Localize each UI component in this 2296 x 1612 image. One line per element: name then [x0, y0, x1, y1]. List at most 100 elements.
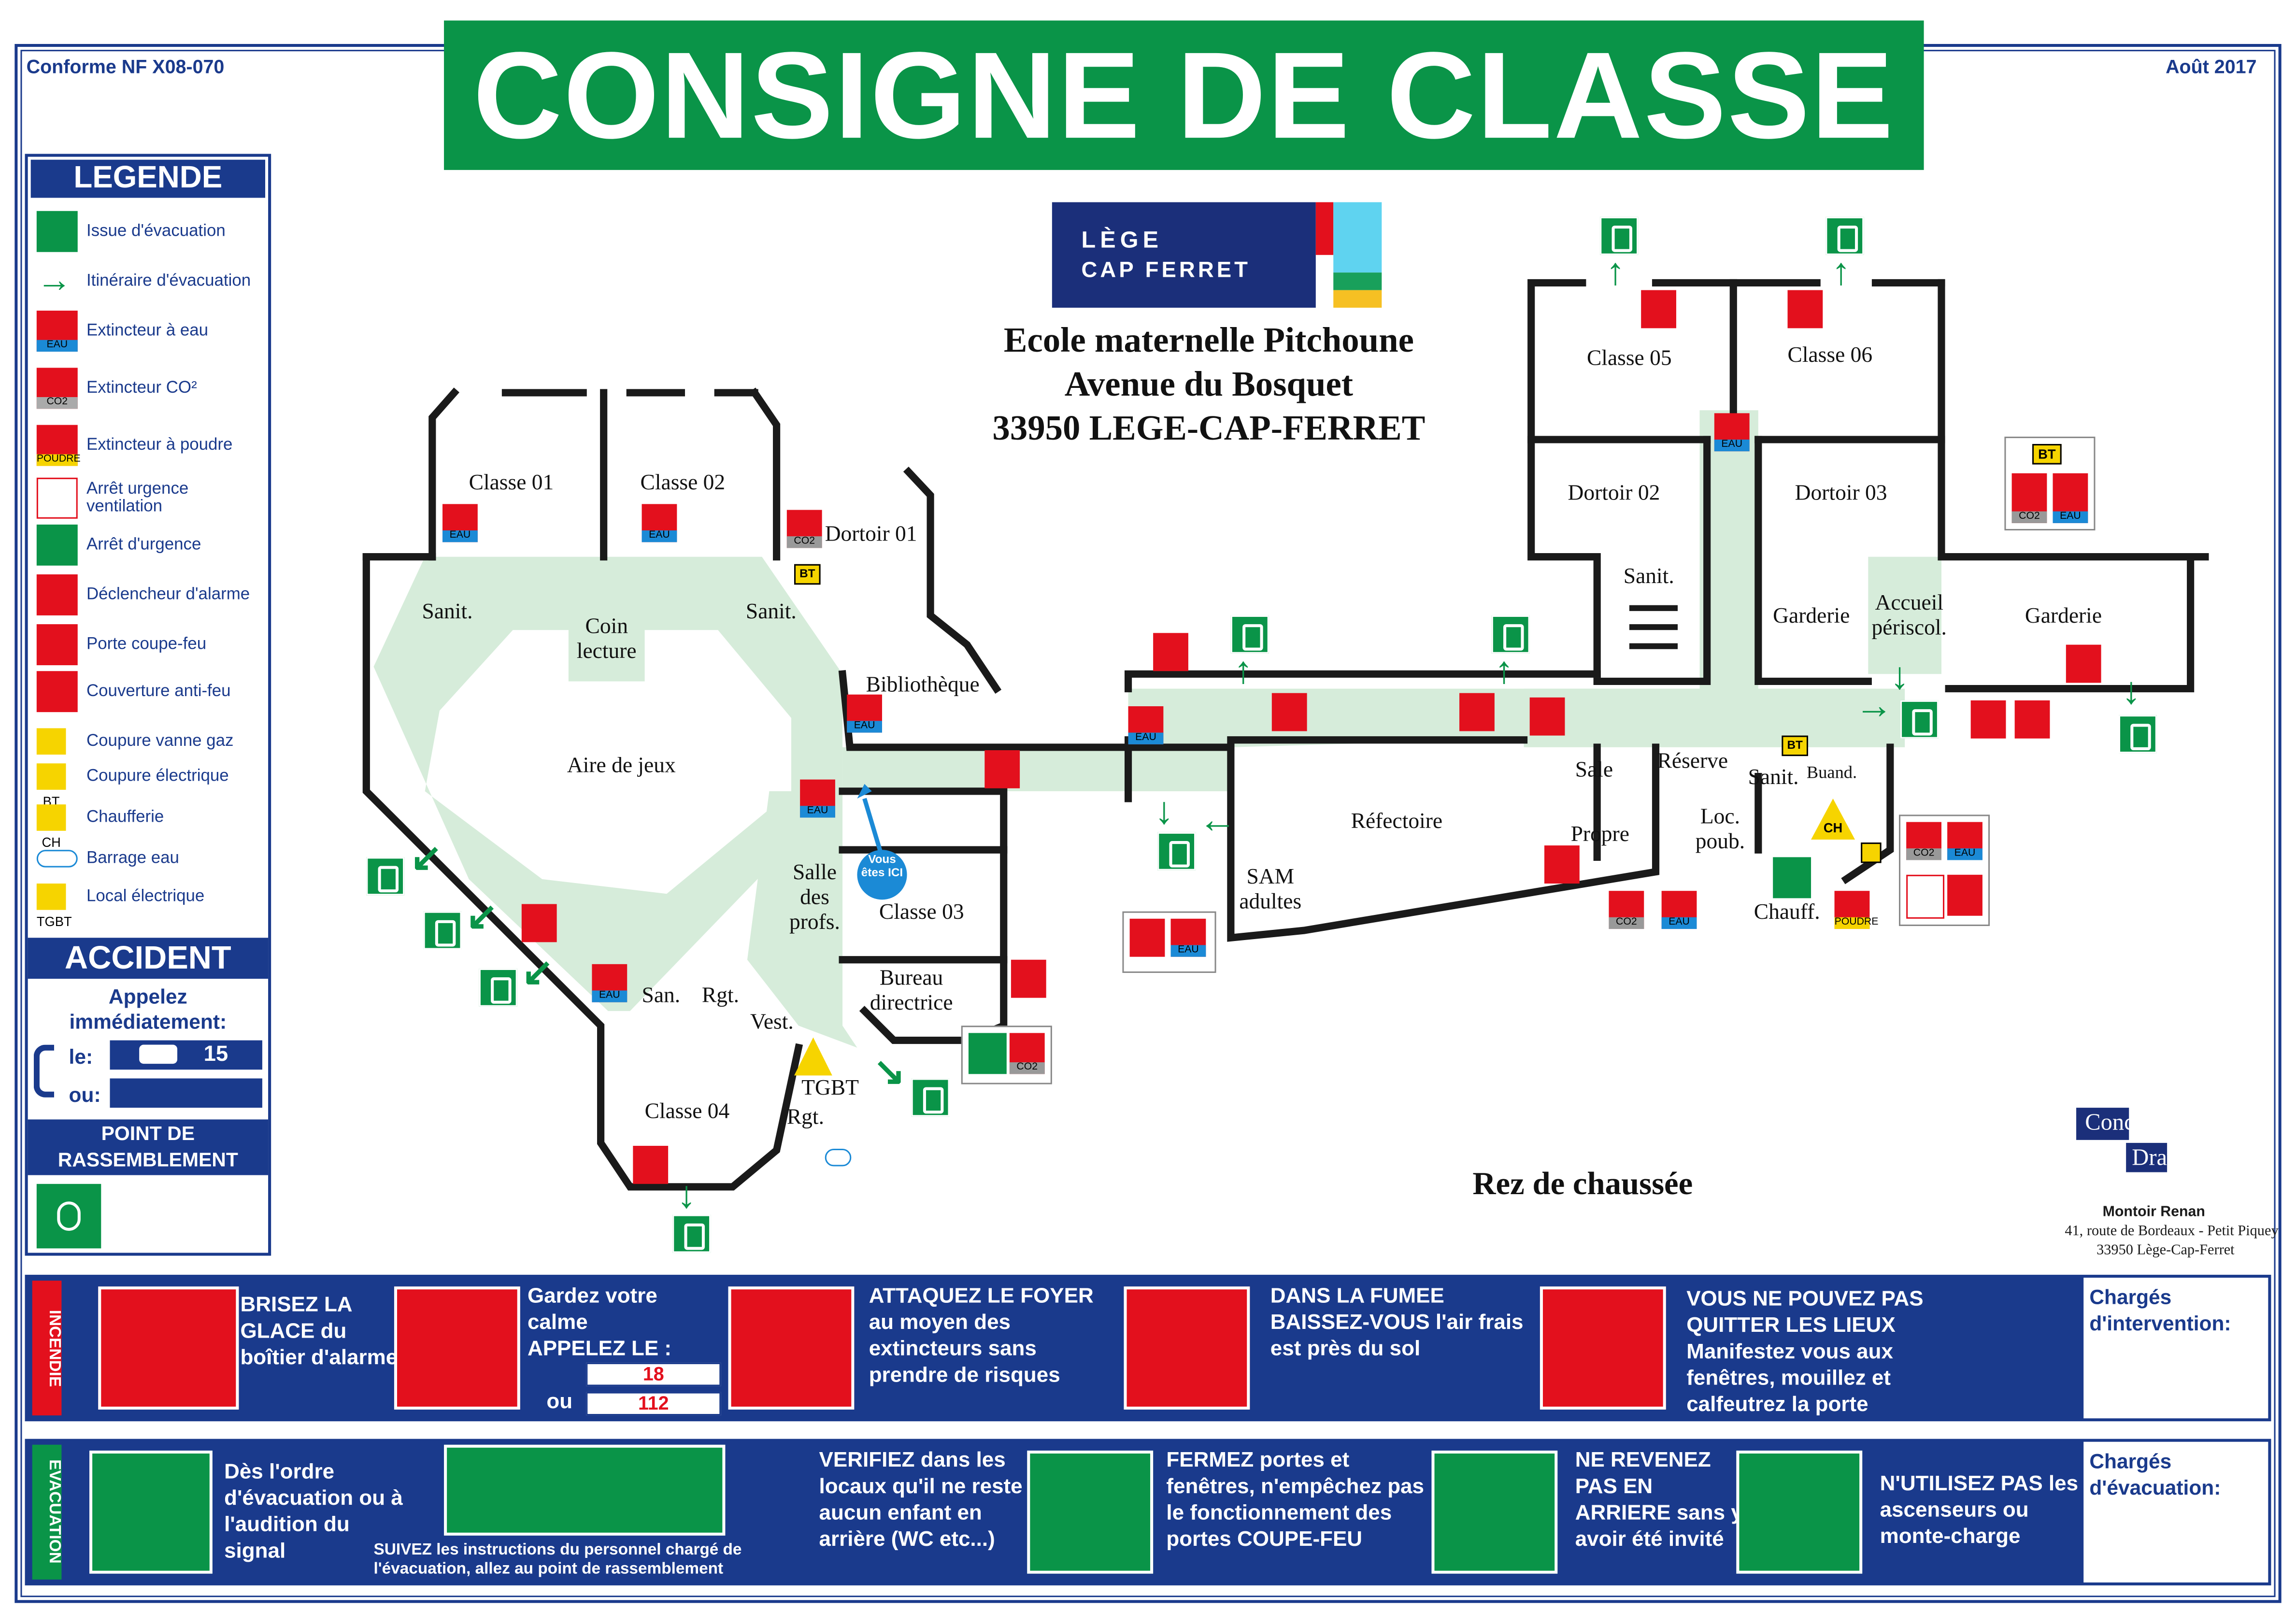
phone-fire-icon	[394, 1286, 520, 1410]
credit-name1: Concept'	[2085, 1111, 2168, 1136]
exit-icon	[672, 1214, 711, 1253]
arrow-up-icon: ↑	[1831, 249, 1851, 293]
extinguisher-water-icon: EAU	[592, 964, 627, 1002]
tag-poudre: POUDRE	[1834, 917, 1878, 929]
walls	[362, 279, 2209, 1191]
arrow-down-left-icon: ↙	[466, 894, 498, 938]
emergency-number: 15	[203, 1041, 228, 1067]
legend-item: Arrêt urgence ventilation	[36, 476, 268, 520]
school-city: 33950 LEGE-CAP-FERRET	[992, 410, 1426, 449]
boiler-icon: CH	[36, 804, 66, 850]
room-dortoir03: Dortoir 03	[1795, 482, 1887, 506]
legend-label: Extincteur à eau	[86, 322, 209, 340]
room-vest: Vest.	[750, 1011, 794, 1035]
emergency-number-box: 15	[110, 1040, 262, 1070]
extinguisher-co2-icon: CO2	[1609, 891, 1644, 929]
tag-eau: EAU	[1128, 732, 1164, 744]
extinguisher-water-icon: EAU	[1714, 413, 1750, 452]
room-dortoir02: Dortoir 02	[1568, 482, 1660, 506]
alarm-trigger-icon	[1011, 959, 1046, 998]
electric-room-icon: TGBT	[36, 884, 72, 929]
legend-item: Déclencheur d'alarme	[36, 573, 250, 617]
exit-icon	[1900, 700, 1939, 739]
extinguisher-co2-icon: CO2	[36, 368, 78, 409]
gas-valve-icon	[1861, 842, 1882, 863]
legend-label: Barrage eau	[86, 850, 179, 868]
legend-label: Déclencheur d'alarme	[86, 586, 250, 604]
evacuation-chargé-label: Chargés d'évacuation:	[2089, 1449, 2221, 1499]
credit-name2: Drawing	[2132, 1145, 2214, 1171]
arrow-down-left-icon: ↙	[410, 835, 442, 879]
arrow-down-icon: ↓	[1155, 788, 1174, 832]
alarm-trigger-icon	[1970, 700, 2006, 739]
extinguisher-water-icon: EAU	[1661, 891, 1697, 929]
tag-eau: EAU	[642, 530, 677, 542]
extinguisher-powder-icon: POUDRE	[36, 425, 81, 466]
emergency-stop-icon	[36, 524, 78, 566]
room-classe01: Classe 01	[469, 471, 554, 496]
no-elevator-icon	[1736, 1450, 1863, 1574]
alarm-trigger-icon	[1641, 290, 1676, 328]
room-accueil: Accueil périscol.	[1871, 592, 1947, 641]
tag-co2: CO2	[1906, 848, 1941, 860]
legend-label: Arrêt urgence ventilation	[86, 480, 189, 516]
instr-close: FERMEZ portes et fenêtres, n'empêchez pa…	[1166, 1449, 1424, 1552]
ou-label: ou:	[69, 1083, 101, 1107]
extinguisher-icon	[1459, 693, 1495, 731]
credit-person: Montoir Renan	[2102, 1204, 2205, 1221]
legend-label: Local électrique	[86, 888, 205, 906]
exit-icon	[1600, 216, 1639, 255]
legend-label: Arrêt d'urgence	[86, 536, 201, 554]
legend-tag: POUDRE	[36, 454, 81, 466]
extinguisher-co2-icon: CO2	[786, 510, 822, 548]
room-garderie1: Garderie	[1773, 605, 1850, 629]
legend-label: Issue d'évacuation	[86, 223, 226, 241]
room-garderie2: Garderie	[2025, 605, 2102, 629]
exit-icon	[1491, 615, 1530, 654]
extinguisher-water-icon: EAU	[442, 504, 478, 542]
legend-tag: CO2	[36, 397, 78, 409]
exit-icon	[366, 857, 405, 896]
fire-door-icon	[1529, 697, 1565, 736]
incendie-label: INCENDIE	[32, 1281, 63, 1416]
instr-no-elevator: N'UTILISEZ PAS les ascenseurs ou monte-c…	[1880, 1472, 2079, 1549]
legend-item: Porte coupe-feu	[36, 623, 206, 667]
extinguisher-water-icon: EAU	[800, 779, 835, 818]
room-rgt1: Rgt.	[701, 984, 740, 1008]
phone-112: 112	[586, 1392, 721, 1416]
exit-icon	[1157, 832, 1196, 870]
assembly-title: POINT DE RASSEMBLEMENT	[28, 1119, 269, 1175]
evacuation-label: EVACUATION	[32, 1444, 63, 1580]
you-are-here-marker	[857, 784, 907, 900]
ambulance-icon	[139, 1044, 178, 1064]
arrow-down-icon: ↓	[2122, 668, 2141, 713]
tag-co2: CO2	[1009, 1062, 1045, 1074]
exit-icon	[2119, 715, 2157, 754]
instr-attack-fire: ATTAQUEZ LE FOYER au moyen des extincteu…	[869, 1285, 1094, 1388]
floor-plan	[362, 279, 2209, 1191]
close-doors-icon	[1027, 1450, 1154, 1574]
alarm-trigger-icon	[1271, 693, 1307, 731]
arrow-right-icon: →	[1855, 683, 1893, 727]
extinguisher-water-icon: EAU	[1128, 706, 1164, 744]
extinguisher-group: CO2	[961, 1026, 1052, 1084]
extinguisher-water-icon: EAU	[847, 694, 882, 733]
extinguisher-group: EAU	[1122, 911, 1216, 973]
arrow-down-icon: ↓	[1890, 653, 1910, 698]
tag-co2: CO2	[2011, 511, 2047, 523]
legend-item: Arrêt d'urgence	[36, 523, 201, 567]
break-glass-icon	[98, 1286, 239, 1410]
exit-icon	[423, 911, 462, 950]
assembly-point-icon	[36, 1184, 101, 1249]
alarm-trigger-icon	[1787, 290, 1823, 328]
room-classe02: Classe 02	[640, 471, 726, 496]
credit-city: 33950 Lège-Cap-Ferret	[2096, 1242, 2235, 1259]
legend-label: Extincteur CO²	[86, 379, 197, 397]
room-loc-poub: Loc. poub.	[1695, 806, 1745, 855]
intervention-box: Chargés d'intervention:	[2083, 1277, 2268, 1419]
extinguisher-water-icon: EAU	[642, 504, 677, 542]
legend-item: CO2 Extincteur CO²	[36, 366, 197, 410]
alarm-trigger-icon	[633, 1145, 669, 1184]
phone-18: 18	[586, 1362, 721, 1386]
